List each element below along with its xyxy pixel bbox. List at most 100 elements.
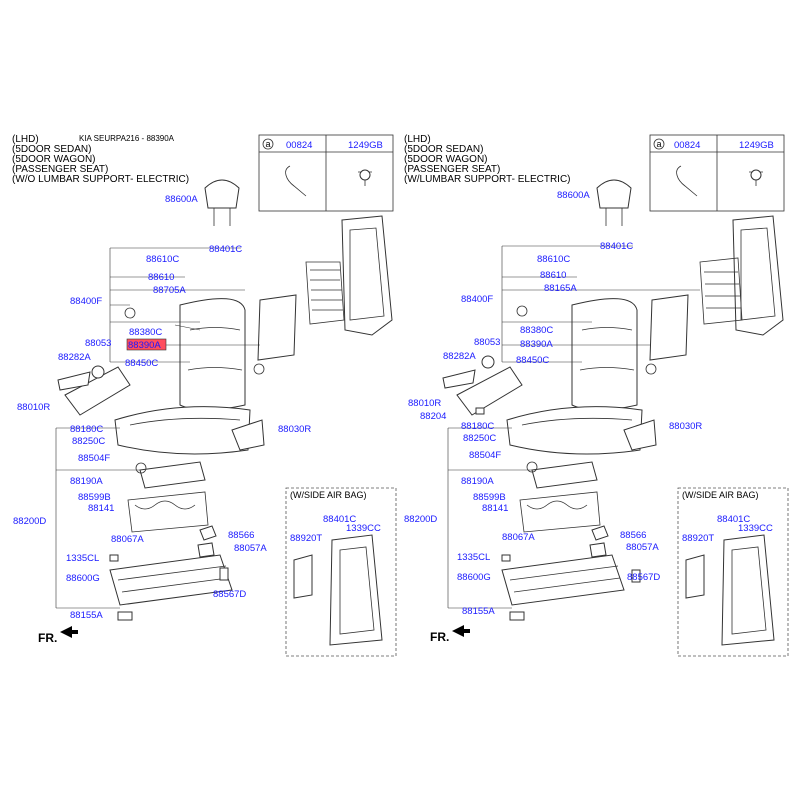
seatback-cushion-drawing: [174, 298, 246, 411]
part-label-88067A[interactable]: 88067A: [502, 532, 535, 543]
legend-ref: a: [266, 139, 271, 149]
legend-code[interactable]: 1249GB: [739, 140, 774, 151]
header-line: (LHD): [404, 134, 431, 145]
header-line: (PASSENGER SEAT): [404, 164, 500, 175]
part-label-88567D[interactable]: 88567D: [627, 572, 660, 583]
part-label-88390A[interactable]: 88390A: [520, 339, 553, 350]
part-label-88567D[interactable]: 88567D: [213, 589, 246, 600]
part-label-88057A[interactable]: 88057A: [626, 542, 659, 553]
part-label-88600G[interactable]: 88600G: [66, 573, 100, 584]
part-label-88155A[interactable]: 88155A: [462, 606, 495, 617]
part-label-1339CC[interactable]: 1339CC: [738, 523, 773, 534]
part-label-88400F[interactable]: 88400F: [461, 294, 493, 305]
part-label-88920T[interactable]: 88920T: [290, 533, 322, 544]
seatback-frame-drawing: [257, 215, 393, 361]
part-label-88030R[interactable]: 88030R: [669, 421, 702, 432]
part-label-88600G[interactable]: 88600G: [457, 572, 491, 583]
part-label-1339CC[interactable]: 1339CC: [346, 523, 381, 534]
legend-code[interactable]: 00824: [674, 140, 700, 151]
airbag-box: (W/SIDE AIR BAG) 88401C 88920T 1339CC: [285, 487, 397, 657]
highlight-box: [126, 338, 167, 351]
part-label-88200D[interactable]: 88200D: [404, 514, 437, 525]
part-label-88401C[interactable]: 88401C: [717, 514, 750, 525]
part-label-88053[interactable]: 88053: [85, 338, 111, 349]
part-label-88010R[interactable]: 88010R: [17, 402, 50, 413]
part-label-88067A[interactable]: 88067A: [111, 534, 144, 545]
part-label-88566[interactable]: 88566: [228, 530, 254, 541]
header-line: (PASSENGER SEAT): [12, 164, 108, 175]
part-label-88450C[interactable]: 88450C: [516, 355, 549, 366]
part-label-88282A[interactable]: 88282A: [58, 352, 91, 363]
part-label-88600A[interactable]: 88600A: [557, 190, 590, 201]
header-line: (5DOOR SEDAN): [404, 144, 483, 155]
header-line: (5DOOR WAGON): [12, 154, 96, 165]
seat-track-drawing: [109, 525, 233, 621]
part-label-88401C[interactable]: 88401C: [323, 514, 356, 525]
part-label-88920T[interactable]: 88920T: [682, 533, 714, 544]
part-label-88190A[interactable]: 88190A: [461, 476, 494, 487]
legend-code[interactable]: 00824: [286, 140, 312, 151]
airbag-title: (W/SIDE AIR BAG): [290, 490, 367, 500]
part-label-88380C[interactable]: 88380C: [129, 327, 162, 338]
part-label-88450C[interactable]: 88450C: [125, 358, 158, 369]
header-line: (LHD): [12, 134, 39, 145]
legend-code[interactable]: 1249GB: [348, 140, 383, 151]
right-panel: (LHD) (5DOOR SEDAN) (5DOOR WAGON) (PASSE…: [404, 134, 789, 657]
legend-box: a 00824 1249GB: [258, 134, 394, 212]
part-label-88030R[interactable]: 88030R: [278, 424, 311, 435]
part-label-88204[interactable]: 88204: [420, 411, 446, 422]
part-label-88610C[interactable]: 88610C: [146, 254, 179, 265]
headrest-drawing: [204, 179, 240, 226]
clip-icon: [676, 165, 698, 197]
airbag-title: (W/SIDE AIR BAG): [682, 490, 759, 500]
direction-label: FR.: [38, 631, 57, 645]
part-label-88600A[interactable]: 88600A: [165, 194, 198, 205]
side-trim-drawing: [442, 355, 523, 416]
part-label-88599B[interactable]: 88599B: [473, 492, 506, 503]
legend-box: a 00824 1249GB: [649, 134, 785, 212]
part-label-88705A[interactable]: 88705A: [153, 285, 186, 296]
part-label-88180C[interactable]: 88180C: [461, 421, 494, 432]
front-arrow-icon: [60, 626, 78, 638]
left-panel: (LHD) KIA SEURPA216 - 88390A (5DOOR SEDA…: [12, 134, 397, 657]
header-line: (5DOOR SEDAN): [12, 144, 91, 155]
part-label-88053[interactable]: 88053: [474, 337, 500, 348]
part-label-88190A[interactable]: 88190A: [70, 476, 103, 487]
clip-icon: [285, 165, 307, 197]
part-label-88610C[interactable]: 88610C: [537, 254, 570, 265]
part-label-88610[interactable]: 88610: [540, 270, 566, 281]
title-ref: KIA SEURPA216 - 88390A: [79, 134, 175, 143]
part-label-88155A[interactable]: 88155A: [70, 610, 103, 621]
part-label-88401C[interactable]: 88401C: [209, 244, 242, 255]
part-label-88401C[interactable]: 88401C: [600, 241, 633, 252]
part-label-1335CL[interactable]: 1335CL: [66, 553, 99, 564]
part-label-88566[interactable]: 88566: [620, 530, 646, 541]
part-label-88504F[interactable]: 88504F: [78, 453, 110, 464]
part-label-88200D[interactable]: 88200D: [13, 516, 46, 527]
front-arrow-icon: [452, 625, 470, 637]
legend-ref: a: [657, 139, 662, 149]
side-trim-drawing: [57, 365, 131, 416]
part-label-88057A[interactable]: 88057A: [234, 543, 267, 554]
part-label-88250C[interactable]: 88250C: [463, 433, 496, 444]
airbag-box: (W/SIDE AIR BAG) 88401C 88920T 1339CC: [677, 487, 789, 657]
part-label-88599B[interactable]: 88599B: [78, 492, 111, 503]
part-label-88610[interactable]: 88610: [148, 272, 174, 283]
headrest-drawing: [596, 179, 632, 226]
part-label-88141[interactable]: 88141: [482, 503, 508, 514]
part-label-88504F[interactable]: 88504F: [469, 450, 501, 461]
part-label-88180C[interactable]: 88180C: [70, 424, 103, 435]
part-label-88165A[interactable]: 88165A: [544, 283, 577, 294]
part-label-88380C[interactable]: 88380C: [520, 325, 553, 336]
leader-lines: [55, 247, 245, 609]
part-label-88390A[interactable]: 88390A: [128, 340, 161, 351]
part-label-88010R[interactable]: 88010R: [408, 398, 441, 409]
part-label-1335CL[interactable]: 1335CL: [457, 552, 490, 563]
part-label-88250C[interactable]: 88250C: [72, 436, 105, 447]
part-label-88400F[interactable]: 88400F: [70, 296, 102, 307]
part-label-88282A[interactable]: 88282A: [443, 351, 476, 362]
leader-lines: [447, 245, 700, 609]
seatback-frame-drawing: [649, 215, 784, 361]
part-label-88141[interactable]: 88141: [88, 503, 114, 514]
